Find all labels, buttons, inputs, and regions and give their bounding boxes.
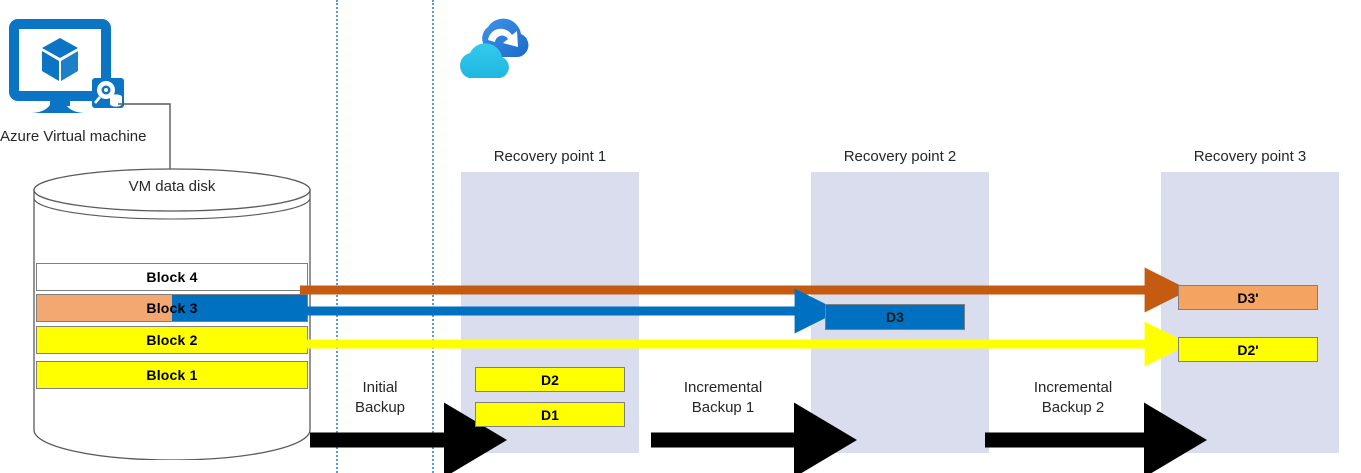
guide-line-left xyxy=(336,0,338,473)
disk-block-3-blue-half xyxy=(172,295,307,321)
disk-block-1-label: Block 1 xyxy=(146,367,198,383)
recovery-point-1-title: Recovery point 1 xyxy=(493,148,607,165)
guide-line-right xyxy=(432,0,434,473)
recovery-point-3-panel xyxy=(1161,172,1339,453)
disk-block-3-label: Block 3 xyxy=(146,300,198,316)
chunk-label: D2' xyxy=(1237,341,1259,358)
initial-backup-label-line1: Initial xyxy=(362,379,398,396)
initial-backup-label: Initial Backup xyxy=(310,378,450,417)
azure-virtual-machine-icon xyxy=(8,18,128,118)
recovery-point-3-title: Recovery point 3 xyxy=(1193,148,1307,165)
recovery-point-3-chunk-d2prime: D2' xyxy=(1178,337,1318,362)
recovery-point-2-title: Recovery point 2 xyxy=(843,148,957,165)
disk-block-2-label: Block 2 xyxy=(146,332,198,348)
initial-backup-label-line2: Backup xyxy=(354,398,406,416)
chunk-label: D1 xyxy=(541,406,559,423)
disk-block-2: Block 2 xyxy=(36,326,308,354)
incremental-backup-2-label-line2: Backup 2 xyxy=(1041,398,1105,416)
recovery-point-1-chunk-d1: D1 xyxy=(475,402,625,427)
chunk-label: D3' xyxy=(1237,289,1259,306)
recovery-point-1-chunk-d2: D2 xyxy=(475,367,625,392)
incremental-backup-1-label-line2: Backup 1 xyxy=(691,398,755,416)
managed-disk-icon xyxy=(92,78,124,108)
incremental-backup-1-label-line1: Incremental xyxy=(683,379,763,396)
incremental-backup-2-label-line1: Incremental xyxy=(1033,379,1113,396)
incremental-backup-2-label: Incremental Backup 2 xyxy=(1003,378,1143,417)
recovery-point-2-chunk-d3: D3 xyxy=(825,304,965,330)
disk-block-1: Block 1 xyxy=(36,361,308,389)
chunk-label: D3 xyxy=(886,309,904,325)
vm-data-disk-label: VM data disk xyxy=(128,178,216,195)
disk-block-3: Block 3 xyxy=(36,294,308,322)
vm-data-disk-cylinder: VM data disk Block 4 Block 3 Block 2 Blo… xyxy=(32,168,312,460)
chunk-label: D2 xyxy=(541,371,559,388)
incremental-backup-1-label: Incremental Backup 1 xyxy=(653,378,793,417)
vm-to-disk-connector xyxy=(118,103,171,180)
azure-vm-label: Azure Virtual machine xyxy=(0,128,147,145)
disk-block-4: Block 4 xyxy=(36,263,308,291)
recovery-point-3-chunk-d3prime: D3' xyxy=(1178,285,1318,310)
azure-backup-cloud-icon xyxy=(452,10,538,88)
disk-block-4-label: Block 4 xyxy=(146,269,198,285)
